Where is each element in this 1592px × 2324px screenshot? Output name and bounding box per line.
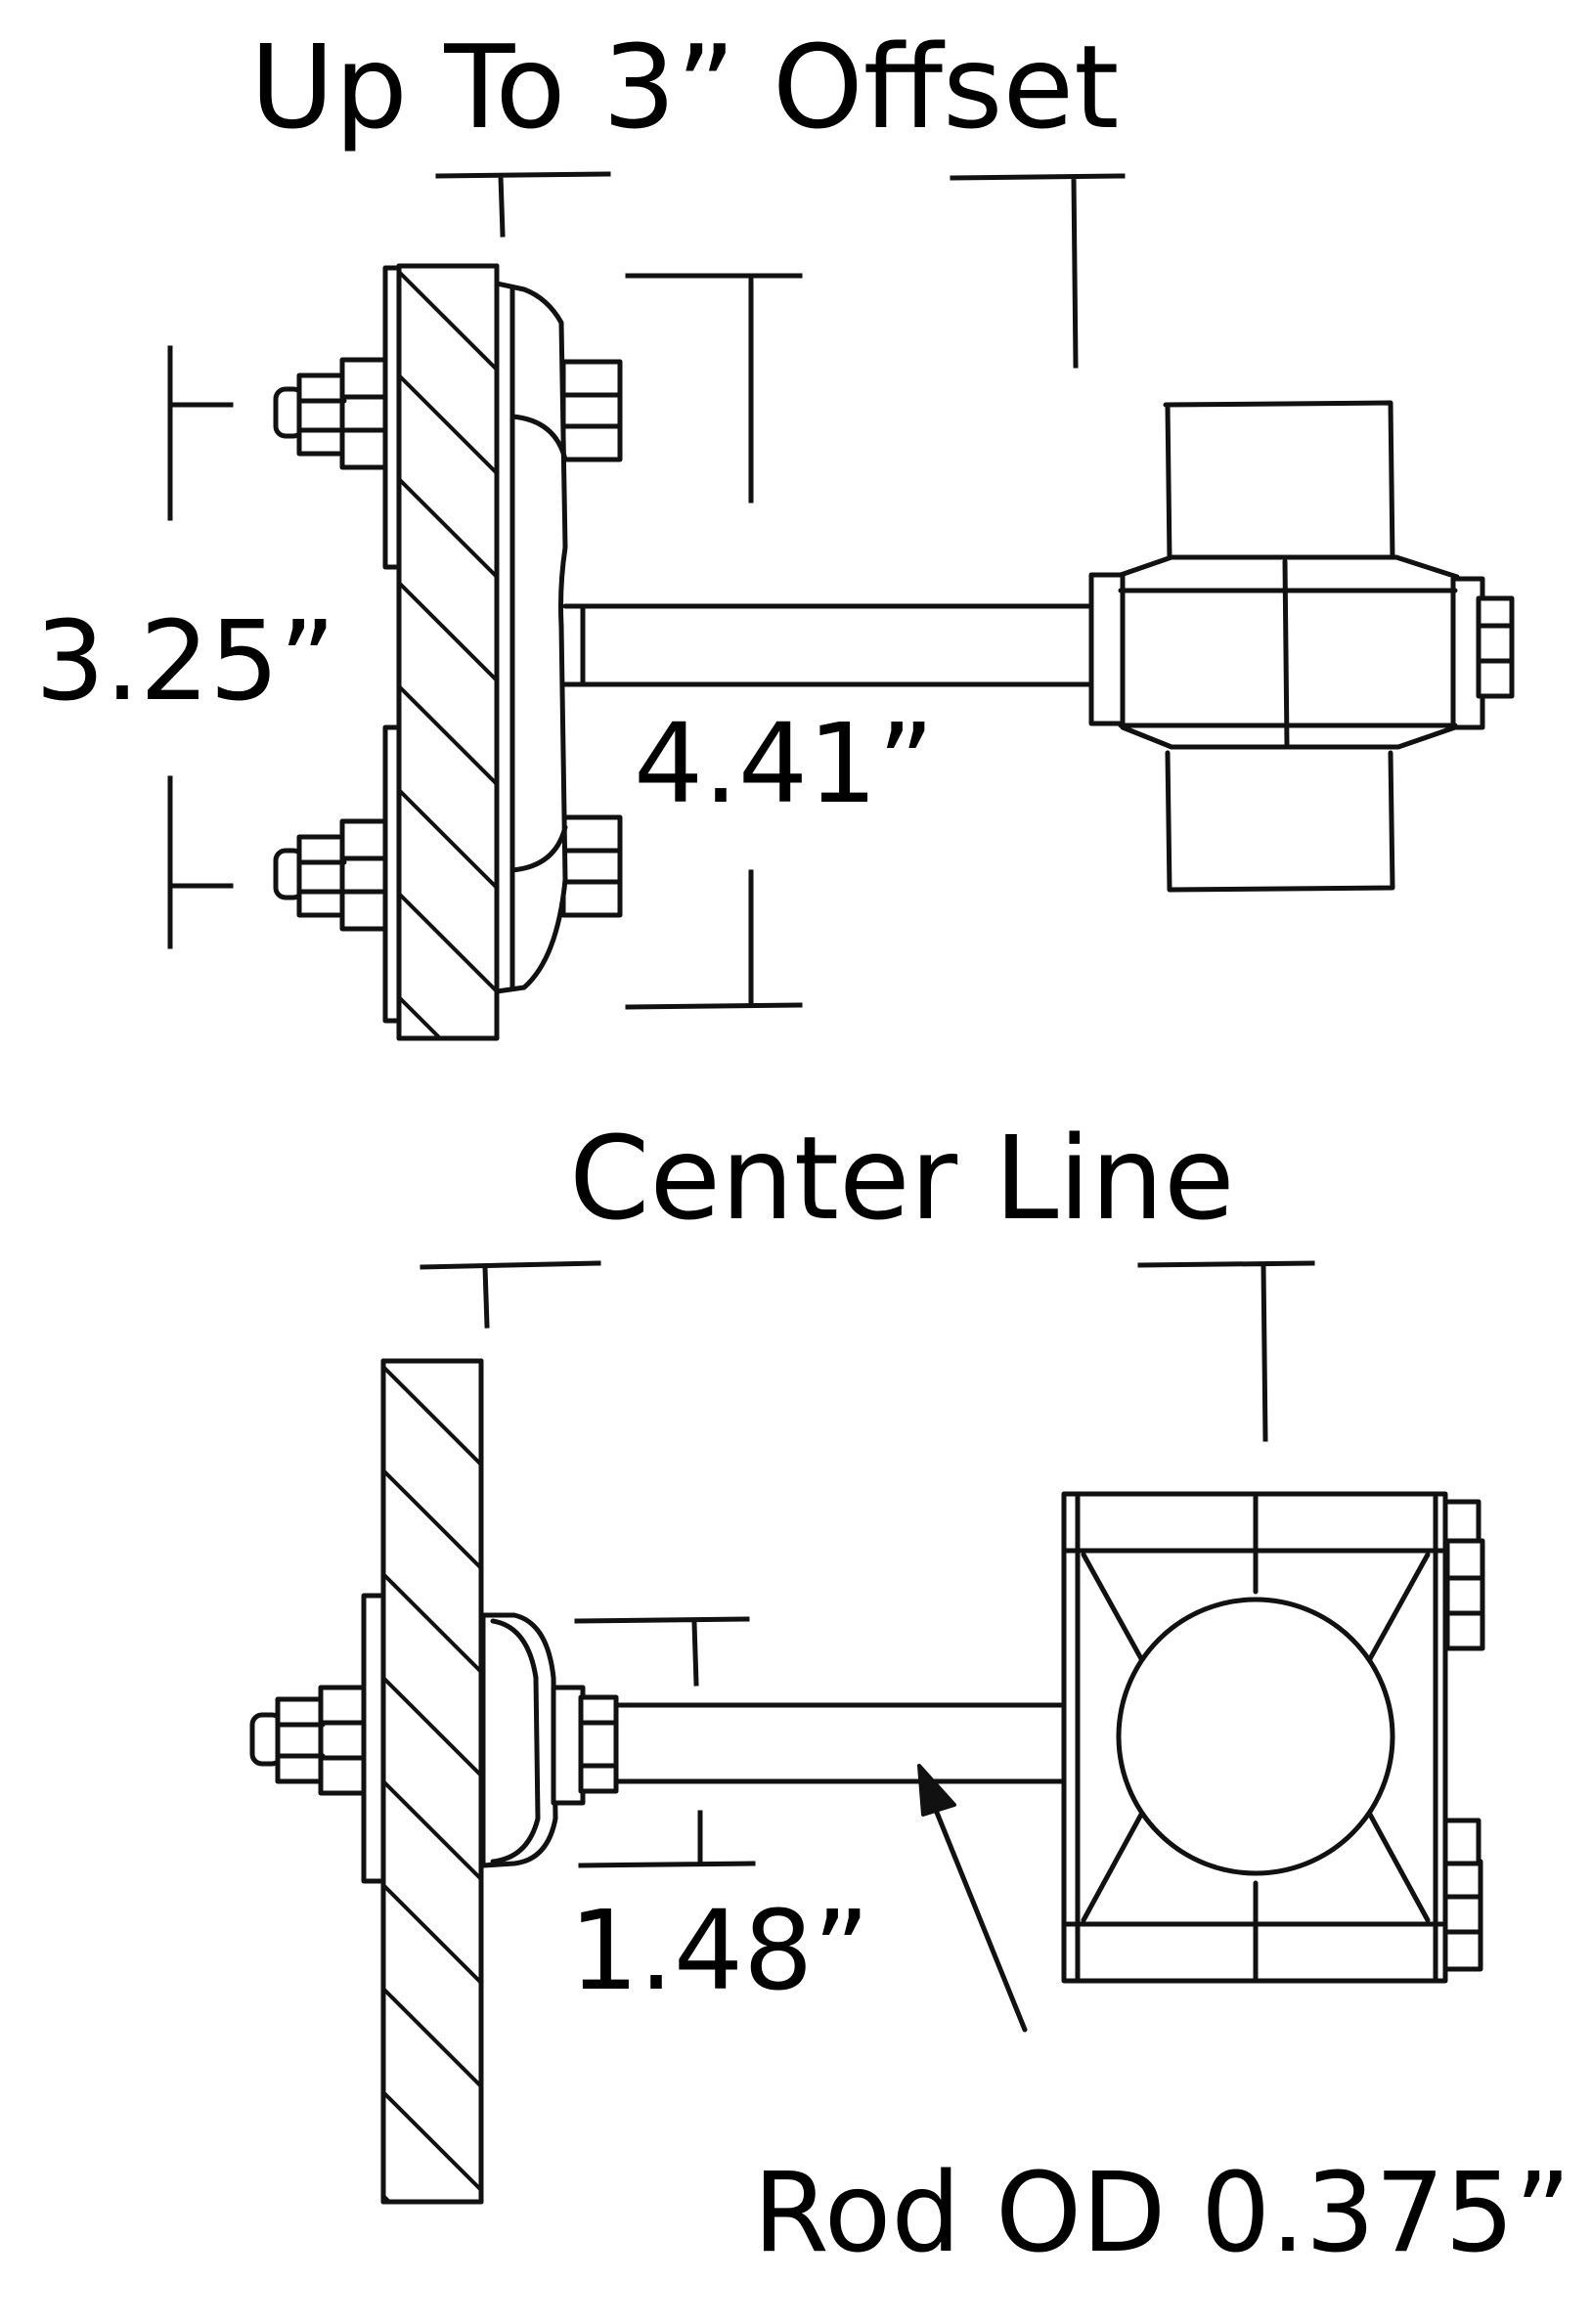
plate-hatch-line (383, 1883, 481, 1985)
top-view-title: Up To 3” Offset (250, 20, 1120, 154)
plate-hatch-line (383, 1469, 481, 1570)
height-dimension-label: 3.25” (35, 598, 335, 725)
top-view: Up To 3” Offset 3.25” 4.41” (35, 20, 1515, 1199)
length-dimension: 4.41” (625, 273, 934, 1010)
plate-hatch-line (383, 2194, 392, 2202)
bottom-dome-cap (480, 1612, 619, 1868)
top-pipe-clamp (1088, 400, 1515, 893)
height-dimension: 3.25” (35, 345, 335, 949)
plate-hatch-line (399, 1101, 497, 1199)
rod-od-leader-arrow (917, 1764, 1028, 2033)
top-mounting-plate (396, 263, 500, 1199)
plate-hatch-line (399, 270, 497, 372)
plate-hatch-line (494, 266, 497, 268)
plate-hatch-line (399, 788, 497, 890)
rod-length-dimension: 1.48” (569, 1616, 869, 2015)
bottom-mounting-plate (380, 1358, 484, 2205)
plate-hatch-line (383, 1676, 481, 1777)
plate-hatch-line (399, 684, 497, 786)
bottom-washer (361, 1593, 386, 1884)
rod-length-dimension-label: 1.48” (569, 1888, 869, 2015)
plate-hatch-line (383, 1779, 481, 1881)
lower-mounting-bolt (273, 814, 623, 932)
plate-hatch-line (399, 892, 497, 993)
top-saddle-bracket (494, 281, 568, 994)
plate-hatch-line (399, 373, 497, 475)
center-line-markers (420, 1260, 1315, 1442)
bottom-pipe-clamp (1061, 1491, 1485, 1984)
offset-dimension-markers (435, 171, 1126, 369)
plate-hatch-line (383, 1365, 481, 1467)
plate-hatch-line (383, 1572, 481, 1674)
bottom-view-title: Center Line (569, 1111, 1235, 1246)
length-dimension-label: 4.41” (634, 701, 934, 828)
plate-hatch-line (383, 2090, 481, 2192)
plate-hatch-line (478, 1361, 481, 1363)
bottom-view: Center Line 1.48” Rod OD 0.375” (249, 1111, 1571, 2277)
plate-hatch-line (399, 581, 497, 682)
plate-hatch-line (399, 995, 443, 1038)
plate-hatch-line (383, 1987, 481, 2088)
plate-hatch-line (399, 477, 497, 579)
rod-od-label: Rod OD 0.375” (753, 2150, 1571, 2277)
top-rod (562, 603, 1098, 687)
bottom-mounting-bolt (249, 1685, 369, 1796)
bottom-rod (613, 1702, 1065, 1784)
